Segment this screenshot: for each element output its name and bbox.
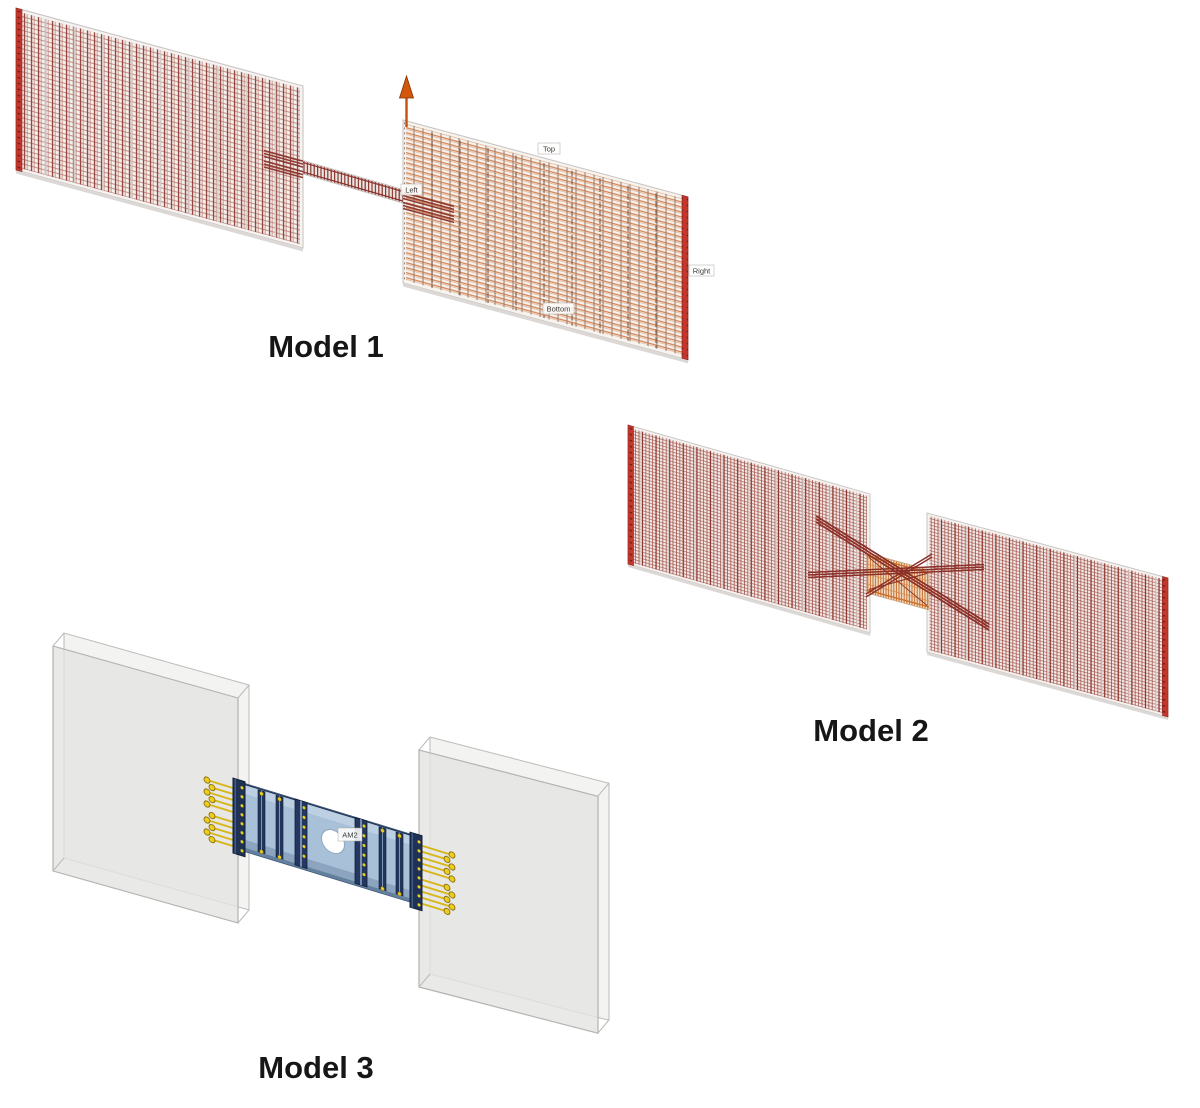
z-axis-arrow-icon <box>398 74 415 127</box>
left-wall-red-end-edge <box>627 424 634 566</box>
right-wall-red-end-edge <box>1162 576 1169 718</box>
edge-label-right: Right <box>688 264 715 277</box>
edge-label-top-text: Top <box>543 145 555 154</box>
left-wall-red-end-edge <box>15 7 23 173</box>
model-2-diagonal-braces <box>807 515 990 631</box>
edge-label-left: Left <box>400 183 423 196</box>
stiffener-bolts <box>259 791 402 897</box>
edge-label-left-text: Left <box>405 186 418 195</box>
beam-tag-am2: AM2 <box>337 827 363 842</box>
model-2-right-wall-mesh <box>926 512 1169 721</box>
model-1-figure: Top Left Right Bottom Model 1 <box>15 7 715 364</box>
model-1-beam-rebar-stubs <box>263 149 455 224</box>
beam-tag-am2-text: AM2 <box>342 831 357 840</box>
model-2-figure: Model 2 <box>627 424 1169 748</box>
left-anchor-bolts <box>203 776 236 848</box>
model-3-title: Model 3 <box>258 1050 373 1085</box>
model-3-figure: AM2 Model 3 <box>52 632 610 1085</box>
beam-bottom-flange <box>245 839 422 902</box>
right-anchor-bolts <box>419 844 456 916</box>
model-1-right-wall-mesh <box>402 119 689 364</box>
model-2-left-wall-mesh <box>627 424 871 636</box>
edge-label-bottom-text: Bottom <box>547 305 571 314</box>
model-3-left-wall-slab <box>52 632 250 924</box>
beam-top-flange <box>245 783 422 848</box>
model-1-left-wall-mesh <box>15 7 304 252</box>
model-3-right-wall-slab <box>418 736 610 1035</box>
beam-stiffeners <box>257 789 404 897</box>
model-3-steel-coupling-beam <box>203 776 456 916</box>
model-1-coupling-beam <box>302 159 404 204</box>
plate-bolt-rows <box>240 786 421 908</box>
model-2-title: Model 2 <box>813 713 928 748</box>
model-1-title: Model 1 <box>268 329 383 364</box>
edge-label-right-text: Right <box>693 267 711 276</box>
right-wall-red-end-edge <box>681 194 689 361</box>
edge-label-top: Top <box>537 142 561 155</box>
edge-label-bottom: Bottom <box>542 302 575 315</box>
